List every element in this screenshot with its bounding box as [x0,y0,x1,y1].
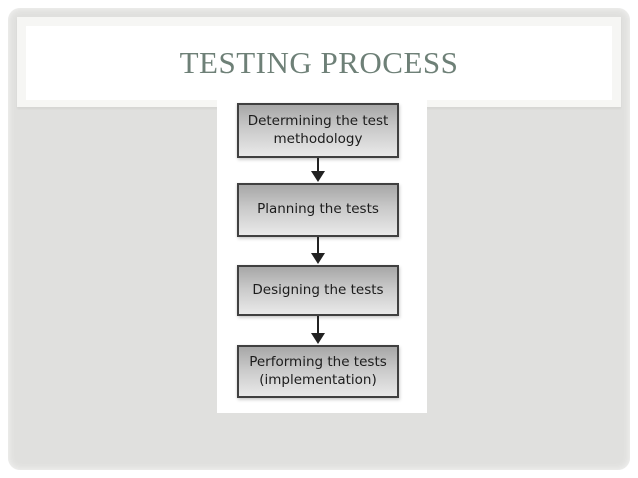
flow-step-performing-tests: Performing the tests (implementation) [237,345,399,398]
flow-step-designing-tests: Designing the tests [237,265,399,316]
arrow-line [317,237,319,253]
flow-step-label: Planning the tests [257,201,379,218]
down-arrow-icon [304,316,332,344]
slide-title: TESTING PROCESS [179,45,459,80]
flow-step-label: Designing the tests [252,281,384,298]
flow-step-determining-methodology: Determining the test methodology [237,103,399,158]
arrow-head [311,171,325,182]
flow-step-planning-tests: Planning the tests [237,183,399,237]
title-box: TESTING PROCESS [26,26,612,100]
down-arrow-icon [304,158,332,182]
flow-step-label: Performing the tests (implementation) [249,353,387,388]
flow-step-label: Determining the test methodology [247,112,389,147]
arrow-head [311,333,325,344]
arrow-head [311,253,325,264]
slide: TESTING PROCESS Determining the test met… [8,8,630,470]
title-band: TESTING PROCESS [17,17,621,107]
arrow-line [317,316,319,333]
flowchart-panel: Determining the test methodology Plannin… [217,95,427,413]
down-arrow-icon [304,237,332,264]
arrow-line [317,158,319,171]
